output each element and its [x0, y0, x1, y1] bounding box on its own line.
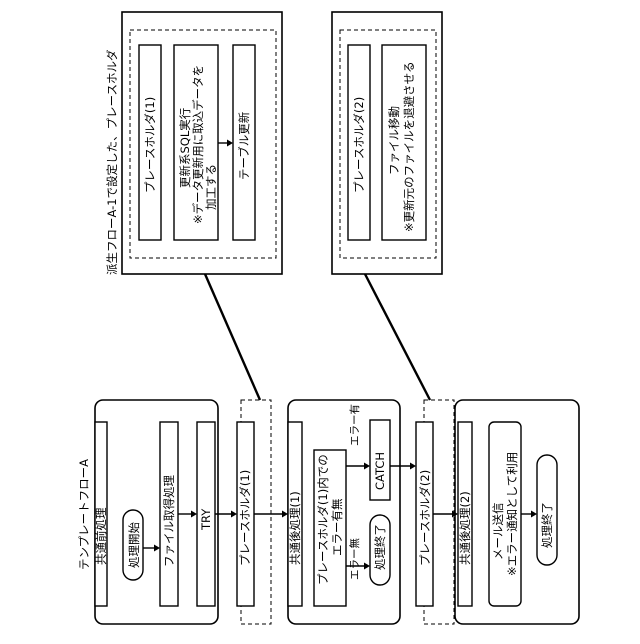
derived-ph2-block: プレースホルダ(2) ファイル移動 ※更新元のファイルを退避させる	[332, 12, 442, 274]
post2-label: 共通後処理(2)	[458, 491, 472, 565]
post-process1-block: 共通後処理(1) プレースホルダ(1)内での エラー有無 エラー無 エラー有 処…	[288, 400, 400, 624]
connector-ph1	[205, 274, 260, 400]
start-label: 処理開始	[127, 522, 141, 568]
sql-line3: 加工する	[204, 164, 218, 210]
derived-ph2-label: プレースホルダ(2)	[352, 97, 366, 193]
post2-end-label: 処理終了	[540, 502, 554, 548]
template-flow-title: テンプレートフローA	[77, 459, 91, 570]
placeholder1-label: プレースホルダ(1)	[238, 470, 252, 566]
move-line2: ※更新元のファイルを退避させる	[402, 61, 416, 232]
table-update-label: テーブル更新	[237, 111, 251, 180]
placeholder2-label: プレースホルダ(2)	[418, 470, 432, 566]
post1-label: 共通後処理(1)	[288, 491, 302, 565]
has-error-label: エラー有	[348, 404, 361, 446]
no-error-label: エラー無	[348, 538, 361, 580]
error-check-line2: エラー有無	[330, 498, 344, 556]
derived-caption: 派生フローA-1で設定した、プレースホルダ	[105, 49, 119, 275]
file-acquire-label: ファイル取得処理	[162, 475, 176, 567]
mail-line1: メール送信	[491, 503, 505, 561]
try-label: TRY	[199, 508, 213, 531]
sql-line2: ※データ更新用に取込データを	[191, 65, 205, 224]
error-check-line1: プレースホルダ(1)内での	[316, 454, 330, 585]
post1-end-label: 処理終了	[373, 524, 387, 570]
pre-process-label: 共通前処理	[94, 507, 108, 565]
post-process2-block: 共通後処理(2) メール送信 ※エラー通知として利用 処理終了	[455, 400, 579, 624]
pre-process-block: 共通前処理 処理開始 ファイル取得処理 TRY	[94, 400, 218, 624]
sql-line1: 更新系SQL実行	[178, 108, 192, 188]
catch-label: CATCH	[373, 452, 387, 490]
derived-ph1-block: プレースホルダ(1) 更新系SQL実行 ※データ更新用に取込データを 加工する …	[122, 12, 282, 274]
move-line1: ファイル移動	[387, 106, 401, 175]
mail-line2: ※エラー通知として利用	[505, 452, 519, 576]
connector-ph2	[365, 274, 430, 400]
derived-ph1-label: プレースホルダ(1)	[143, 97, 157, 193]
